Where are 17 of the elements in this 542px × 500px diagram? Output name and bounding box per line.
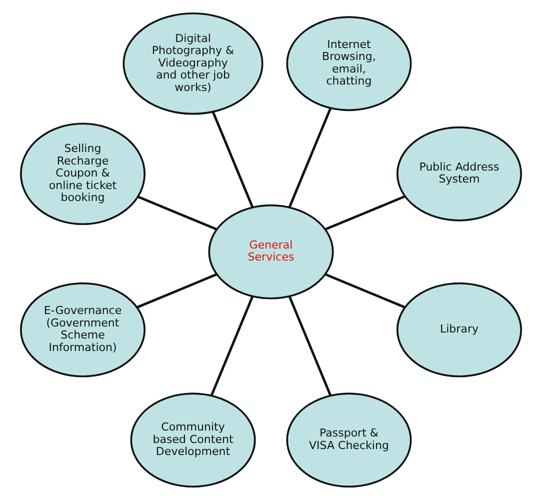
connector: [288, 296, 332, 396]
node-ellipse: Library: [396, 282, 522, 378]
node-ellipse: Digital Photography & Videography and other job works): [122, 12, 264, 115]
node-ellipse: General Services: [208, 204, 334, 300]
node-ellipse: E-Governance (Government Scheme Information): [20, 282, 146, 378]
connector: [212, 111, 254, 208]
node-ellipse: Community based Content Development: [130, 392, 256, 488]
connector: [324, 273, 406, 308]
connector: [210, 296, 254, 396]
node-ellipse: Public Address System: [396, 126, 522, 222]
connector: [288, 108, 332, 208]
node-ellipse: Internet Browsing, email, chatting: [286, 16, 412, 112]
connector: [136, 273, 218, 308]
connector: [324, 195, 406, 230]
node-ellipse: Passport & VISA Checking: [286, 392, 412, 488]
connector: [138, 196, 218, 230]
node-ellipse: Selling Recharge Coupon & online ticket booking: [20, 122, 146, 226]
